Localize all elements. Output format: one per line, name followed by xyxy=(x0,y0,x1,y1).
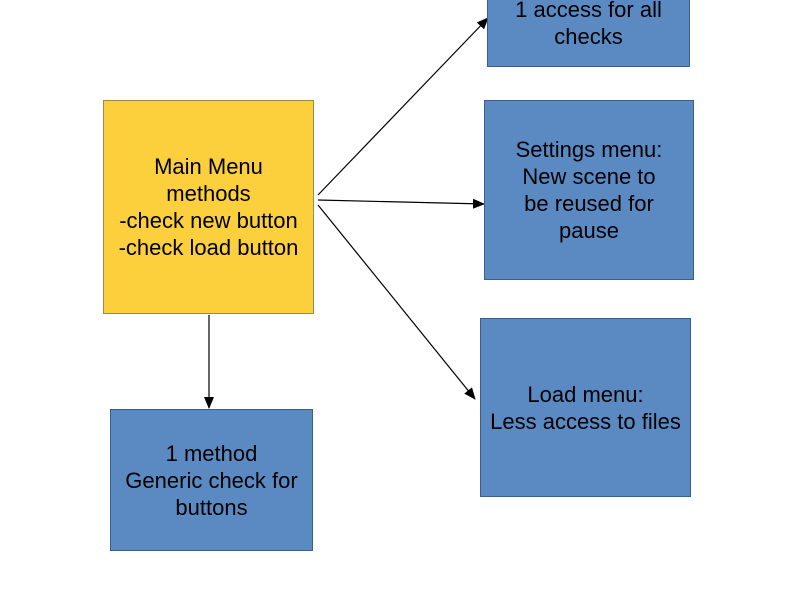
arrow-main-to-load xyxy=(317,204,476,400)
generic-check-node: 1 method Generic check for buttons xyxy=(110,409,313,551)
main-menu-node-text: Main Menu methods -check new button -che… xyxy=(118,154,299,260)
main-menu-node: Main Menu methods -check new button -che… xyxy=(103,100,314,314)
arrow-main-to-top-right xyxy=(317,17,489,196)
settings-menu-node: Settings menu: New scene to be reused fo… xyxy=(484,100,694,280)
load-menu-node-text: Load menu: Less access to files xyxy=(490,381,681,434)
settings-menu-node-text: Settings menu: New scene to be reused fo… xyxy=(515,137,663,243)
access-checks-node: 1 access for all checks xyxy=(487,0,690,67)
arrow-main-to-settings xyxy=(317,198,485,209)
load-menu-node: Load menu: Less access to files xyxy=(480,318,691,497)
access-checks-node-text: 1 access for all checks xyxy=(515,0,662,49)
generic-check-node-text: 1 method Generic check for buttons xyxy=(125,440,298,520)
